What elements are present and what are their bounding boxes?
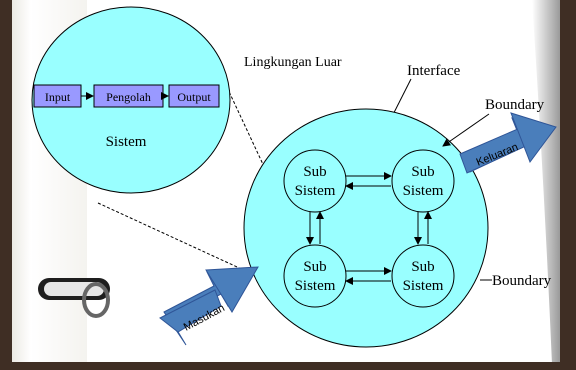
subsystem-label-line1: Sub xyxy=(303,164,326,180)
subsystem-label-line2: Sistem xyxy=(295,278,336,294)
system-caption: Sistem xyxy=(106,134,147,150)
output-box xyxy=(168,84,220,108)
boundary-top-pointer xyxy=(442,113,490,147)
binder-ring-icon xyxy=(38,278,110,318)
subsystem-label-line2: Sistem xyxy=(403,183,444,199)
subsystem-top-left: Sub Sistem xyxy=(283,149,347,213)
zoom-line-bottom xyxy=(97,202,299,296)
input-box-label: Input xyxy=(45,90,71,104)
boundary-label-right: Boundary xyxy=(492,273,552,289)
interface-label: Interface xyxy=(407,63,461,79)
binder-edge-right xyxy=(564,0,576,370)
subsystem-label-line2: Sistem xyxy=(403,278,444,294)
output-box-label: Output xyxy=(177,90,211,104)
pengolah-box-label: Pengolah xyxy=(106,90,151,104)
subsystem-label-line1: Sub xyxy=(411,259,434,275)
subsystem-label-line1: Sub xyxy=(411,164,434,180)
connectors xyxy=(306,172,432,285)
subsystem-bottom-left: Sub Sistem xyxy=(283,244,347,308)
subsystem-label-line1: Sub xyxy=(303,259,326,275)
subsystem-top-right: Sub Sistem xyxy=(391,149,455,213)
subsystem-bottom-right: Sub Sistem xyxy=(391,244,455,308)
subsystem-label-line2: Sistem xyxy=(295,183,336,199)
binder-edge-bottom xyxy=(0,362,576,370)
binder-edge-left xyxy=(0,0,12,370)
system-ellipse xyxy=(243,108,489,348)
environment-label: Lingkungan Luar xyxy=(244,55,342,70)
boundary-label-top: Boundary xyxy=(485,97,545,113)
page-curl xyxy=(532,0,560,364)
